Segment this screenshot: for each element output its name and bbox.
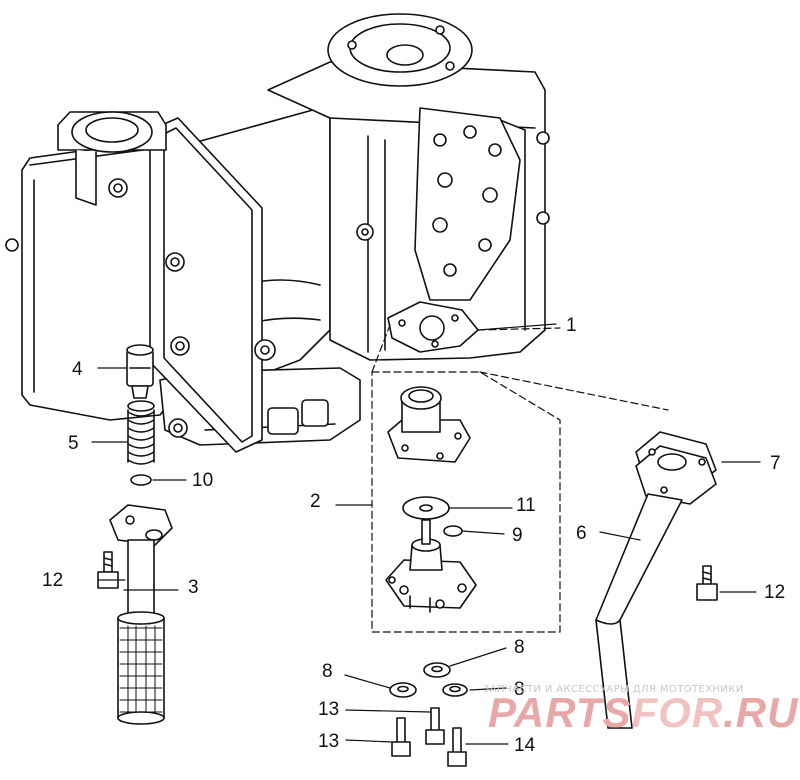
leader-lines bbox=[91, 323, 761, 745]
part-11-seal bbox=[402, 496, 450, 520]
part-13-bolt-a bbox=[391, 717, 411, 757]
watermark-logo-part2: FOR bbox=[631, 689, 724, 736]
part-7-flange-gasket bbox=[635, 431, 717, 505]
callout-8-left: 8 bbox=[322, 661, 333, 682]
part-5-spring bbox=[127, 400, 155, 465]
callout-2: 2 bbox=[310, 491, 321, 512]
part-12-bolt-left bbox=[97, 551, 119, 589]
callout-7: 7 bbox=[770, 453, 781, 474]
callout-10: 10 bbox=[192, 470, 214, 491]
part-12-bolt-right bbox=[696, 565, 718, 601]
callout-1: 1 bbox=[566, 315, 577, 336]
callout-8-right: 8 bbox=[514, 679, 525, 700]
watermark-logo-part1: PARTS bbox=[488, 689, 632, 736]
part-9-o-ring bbox=[443, 525, 463, 537]
part-6-oil-pipe bbox=[595, 493, 683, 729]
pump-body-lower bbox=[385, 519, 477, 613]
watermark-logo: PARTSFOR.RU bbox=[488, 692, 798, 734]
callout-4: 4 bbox=[72, 359, 83, 380]
part-3-oil-strainer bbox=[109, 504, 173, 725]
watermark-logo-part3: .RU bbox=[723, 689, 799, 736]
callout-5: 5 bbox=[68, 433, 79, 454]
callout-3: 3 bbox=[188, 577, 199, 598]
part-8-washers bbox=[389, 662, 468, 698]
callout-8-top: 8 bbox=[514, 637, 525, 658]
callout-14: 14 bbox=[514, 735, 536, 756]
watermark-caption: ЗАПЧАСТИ И АКСЕССУАРЫ ДЛЯ МОТОТЕХНИКИ bbox=[483, 684, 744, 695]
callout-6: 6 bbox=[576, 523, 587, 544]
callout-13-top: 13 bbox=[318, 699, 340, 720]
callout-12-right: 12 bbox=[764, 582, 786, 603]
part-14-bolt bbox=[447, 727, 467, 767]
part-2-pump-housing bbox=[387, 386, 471, 463]
part-10-o-ring bbox=[130, 474, 152, 486]
callout-12-left: 12 bbox=[42, 570, 64, 591]
oil-pump-assembly-frame bbox=[371, 324, 669, 633]
engine-casing bbox=[5, 13, 550, 453]
callout-13-bottom: 13 bbox=[318, 731, 340, 752]
callout-11: 11 bbox=[516, 495, 536, 516]
part-13-bolt-b bbox=[425, 707, 445, 745]
callout-9: 9 bbox=[512, 525, 523, 546]
